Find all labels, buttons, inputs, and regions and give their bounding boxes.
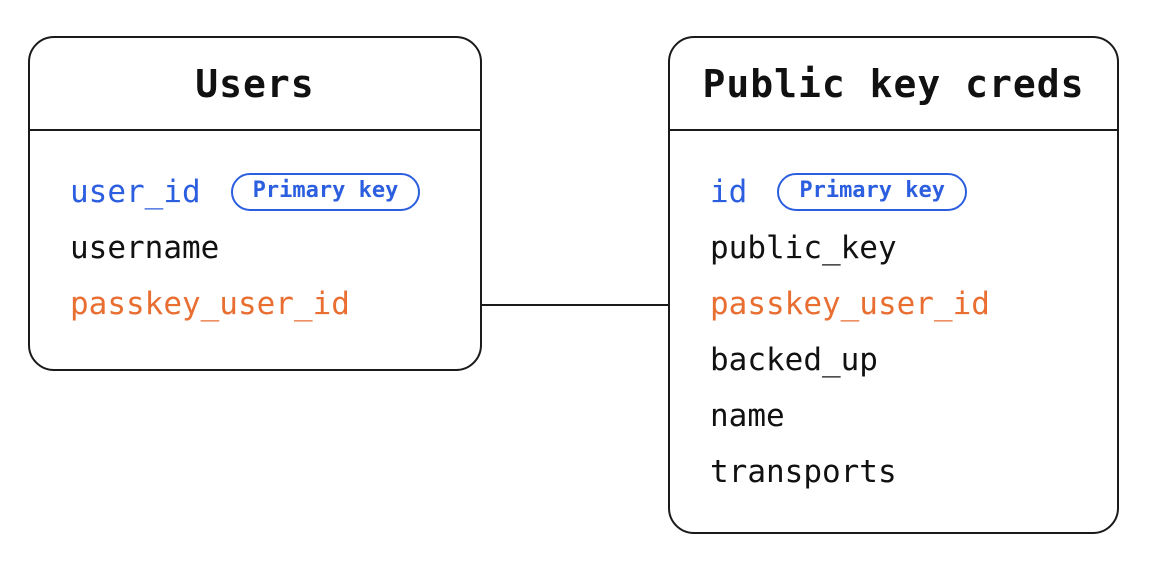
public-key-creds-table-title: Public key creds <box>702 61 1085 106</box>
primary-key-badge: Primary key <box>230 173 421 211</box>
field-row-name: name <box>710 388 1117 444</box>
field-user-id: user_id <box>70 174 201 210</box>
field-row-public-key: public_key <box>710 220 1117 276</box>
field-row-backed-up: backed_up <box>710 332 1117 388</box>
public-key-creds-table: Public key creds id Primary key public_k… <box>668 36 1119 534</box>
primary-key-badge: Primary key <box>777 173 968 211</box>
field-row-transports: transports <box>710 444 1117 500</box>
field-passkey-user-id: passkey_user_id <box>710 286 990 322</box>
field-row-passkey-user-id: passkey_user_id <box>710 276 1117 332</box>
field-id: id <box>710 174 748 210</box>
users-table-header: Users <box>30 38 480 131</box>
field-passkey-user-id: passkey_user_id <box>70 286 350 322</box>
users-table: Users user_id Primary key username passk… <box>28 36 482 371</box>
users-table-title: Users <box>195 61 315 106</box>
field-backed-up: backed_up <box>710 342 878 378</box>
field-row-id: id Primary key <box>710 164 1117 220</box>
field-name: name <box>710 398 785 434</box>
public-key-creds-table-header: Public key creds <box>670 38 1117 131</box>
relationship-line-passkey-user-id <box>482 304 668 306</box>
field-row-passkey-user-id: passkey_user_id <box>70 276 480 332</box>
public-key-creds-table-body: id Primary key public_key passkey_user_i… <box>670 131 1117 500</box>
users-table-body: user_id Primary key username passkey_use… <box>30 131 480 332</box>
field-row-user-id: user_id Primary key <box>70 164 480 220</box>
field-public-key: public_key <box>710 230 897 266</box>
field-username: username <box>70 230 220 266</box>
field-row-username: username <box>70 220 480 276</box>
field-transports: transports <box>710 454 897 490</box>
